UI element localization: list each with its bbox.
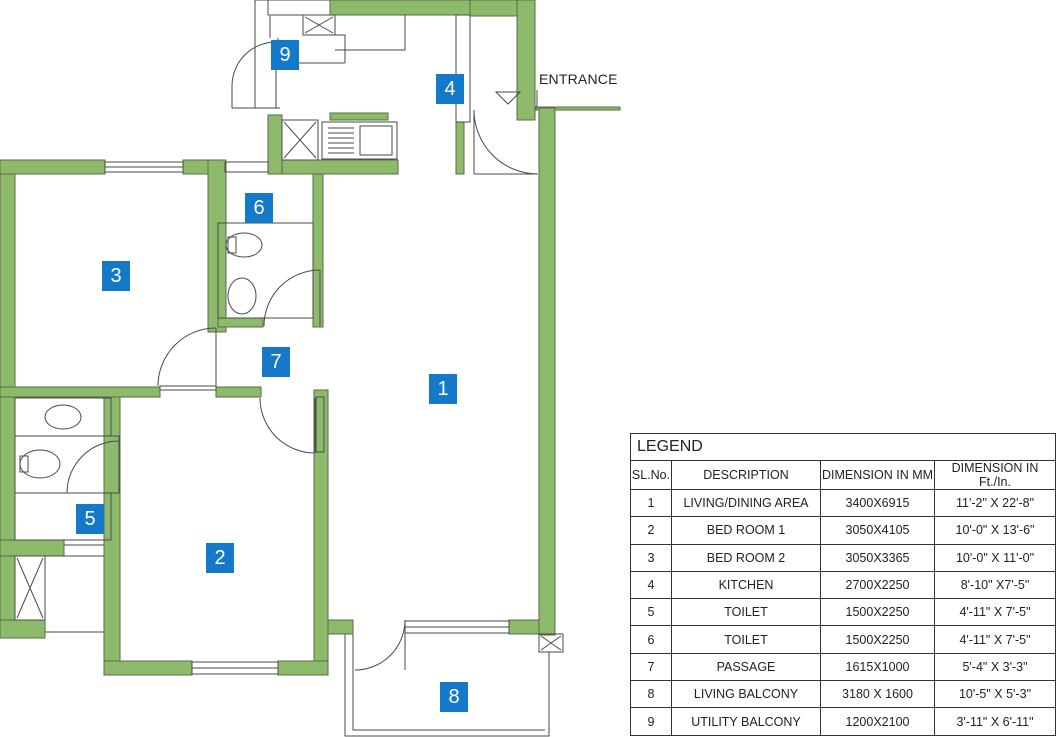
wall [538,107,556,636]
room-label-6: 6 [245,193,273,223]
wall [0,159,106,175]
cell-mm: 3400X6915 [820,488,935,518]
cell-mm: 1615X1000 [820,652,935,682]
wall [207,159,227,333]
cell-desc: LIVING/DINING AREA [671,488,821,518]
wall [267,159,399,175]
cell-mm: 1200X2100 [820,707,935,736]
legend-title: LEGEND [630,433,1056,461]
cell-ft: 5'-4" X 3'-3" [934,652,1056,682]
cell-no: 5 [630,598,672,627]
cell-ft: 4'-11" X 7'-5" [934,625,1056,654]
room-label-5: 5 [76,504,104,534]
cell-desc: LIVING BALCONY [671,680,821,709]
header-dimension-ft: DIMENSION IN Ft./In. [934,460,1056,490]
room-label-1: 1 [429,374,457,404]
cell-no: 2 [630,516,672,545]
cell-mm: 2700X2250 [820,570,935,600]
header-description: DESCRIPTION [671,460,821,490]
cell-ft: 10'-5" X 5'-3" [934,680,1056,709]
cell-ft: 3'-11" X 6'-11" [934,707,1056,736]
wall [0,539,65,557]
cell-no: 7 [630,652,672,682]
cell-no: 4 [630,570,672,600]
cell-no: 8 [630,680,672,709]
cell-no: 3 [630,543,672,572]
cell-desc: TOILET [671,598,821,627]
cell-ft: 10'-0" X 11'-0" [934,543,1056,572]
wall [217,317,264,328]
cell-ft: 11'-2" X 22'-8" [934,488,1056,518]
cell-mm: 1500X2250 [820,625,935,654]
wall [329,0,471,16]
wall [0,159,16,639]
wall [103,660,193,676]
room-label-9: 9 [271,40,299,70]
room-label-3: 3 [102,261,130,291]
wall [103,396,121,676]
cell-desc: BED ROOM 2 [671,543,821,572]
cell-mm: 3050X3365 [820,543,935,572]
wall [215,386,262,398]
cell-ft: 4'-11" X 7'-5" [934,598,1056,627]
header-sl-no: SL.No. [630,460,672,490]
wall [327,619,354,635]
room-label-2: 2 [206,543,234,573]
cell-mm: 3050X4105 [820,516,935,545]
cell-desc: UTILITY BALCONY [671,707,821,736]
wall [277,660,329,676]
cell-mm: 1500X2250 [820,598,935,627]
wall [267,114,283,175]
cell-desc: TOILET [671,625,821,654]
cell-desc: BED ROOM 1 [671,516,821,545]
wall [0,619,46,639]
room-label-7: 7 [262,347,290,377]
wall [329,112,389,121]
room-label-8: 8 [440,682,468,712]
header-dimension-mm: DIMENSION IN MM [820,460,935,490]
cell-desc: PASSAGE [671,652,821,682]
wall [312,159,324,328]
cell-ft: 8'-10" X7'-5" [934,570,1056,600]
cell-ft: 10'-0" X 13'-6" [934,516,1056,545]
entrance-label: ENTRANCE [539,71,618,87]
wall [508,619,540,635]
cell-no: 9 [630,707,672,736]
legend-table: LEGEND SL.No. DESCRIPTION DIMENSION IN M… [630,433,1056,736]
room-label-4: 4 [436,74,464,104]
wall [0,386,161,398]
cell-mm: 3180 X 1600 [820,680,935,709]
cell-no: 6 [630,625,672,654]
wall [516,0,536,121]
cell-desc: KITCHEN [671,570,821,600]
wall [535,106,621,111]
cell-no: 1 [630,488,672,518]
legend-header-row: SL.No. DESCRIPTION DIMENSION IN MM DIMEN… [630,460,1056,490]
wall [455,121,465,175]
